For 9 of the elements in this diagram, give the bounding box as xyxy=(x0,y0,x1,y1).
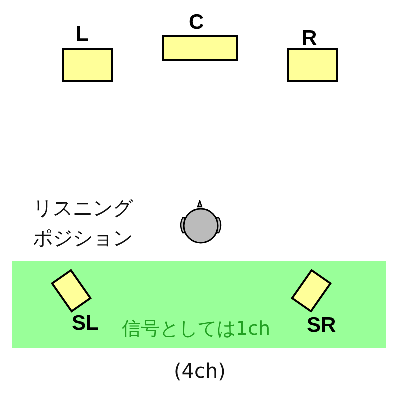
position-label: リスニングポジション xyxy=(33,195,134,252)
speaker-label: SL xyxy=(72,313,99,335)
signal-note: 信号としては1ch xyxy=(122,318,271,340)
speaker-label: SR xyxy=(307,315,336,337)
caption: (4ch) xyxy=(172,359,227,383)
speaker-label: R xyxy=(302,28,318,50)
speaker-label: C xyxy=(189,12,204,34)
speaker-label: L xyxy=(76,24,89,46)
floor-band xyxy=(12,261,386,348)
